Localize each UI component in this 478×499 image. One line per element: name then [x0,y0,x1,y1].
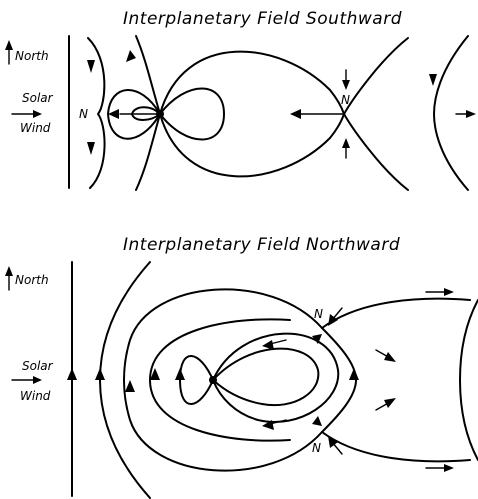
bottom-inner-closed-lines [149,318,359,442]
top-wind-label: Wind [20,121,51,135]
top-tail-field-lines [159,37,409,191]
bottom-wind-label: Wind [20,389,51,403]
top-panel: Interplanetary Field Southward North Sol… [5,9,476,191]
bottom-imf-line [67,261,77,497]
top-nightside-loop [159,87,225,141]
bottom-neutral-point-lower: N [312,441,321,455]
top-dayside-field-line [87,37,106,189]
top-neutral-point-right: N [341,93,350,107]
top-inflow-arrows [342,69,350,159]
bottom-draped-field-line [95,261,151,499]
top-earth-small-loop [131,106,161,121]
bottom-neutral-point-upper: N [314,307,323,321]
bottom-north-label: North [15,273,49,287]
top-north-arrow-icon [5,40,13,65]
bottom-far-right-line [459,299,478,461]
bottom-earth-icon [209,376,217,384]
top-solar-label: Solar [22,91,54,105]
bottom-panel-title: Interplanetary Field Northward [123,235,400,255]
bottom-solar-label: Solar [22,359,54,373]
bottom-panel: Interplanetary Field Northward North Sol… [5,235,478,499]
bottom-north-arrow-icon [5,266,13,291]
top-north-label: North [15,49,49,63]
bottom-solar-wind-arrow-icon [11,376,42,384]
top-polar-line [126,35,161,191]
bottom-flow-arrows [262,288,454,472]
top-closed-loop [107,89,161,140]
top-panel-title: Interplanetary Field Southward [123,9,402,29]
top-neutral-point-left: N [79,107,88,121]
top-far-right-lines [429,35,476,191]
top-solar-wind-arrow-icon [11,110,42,118]
